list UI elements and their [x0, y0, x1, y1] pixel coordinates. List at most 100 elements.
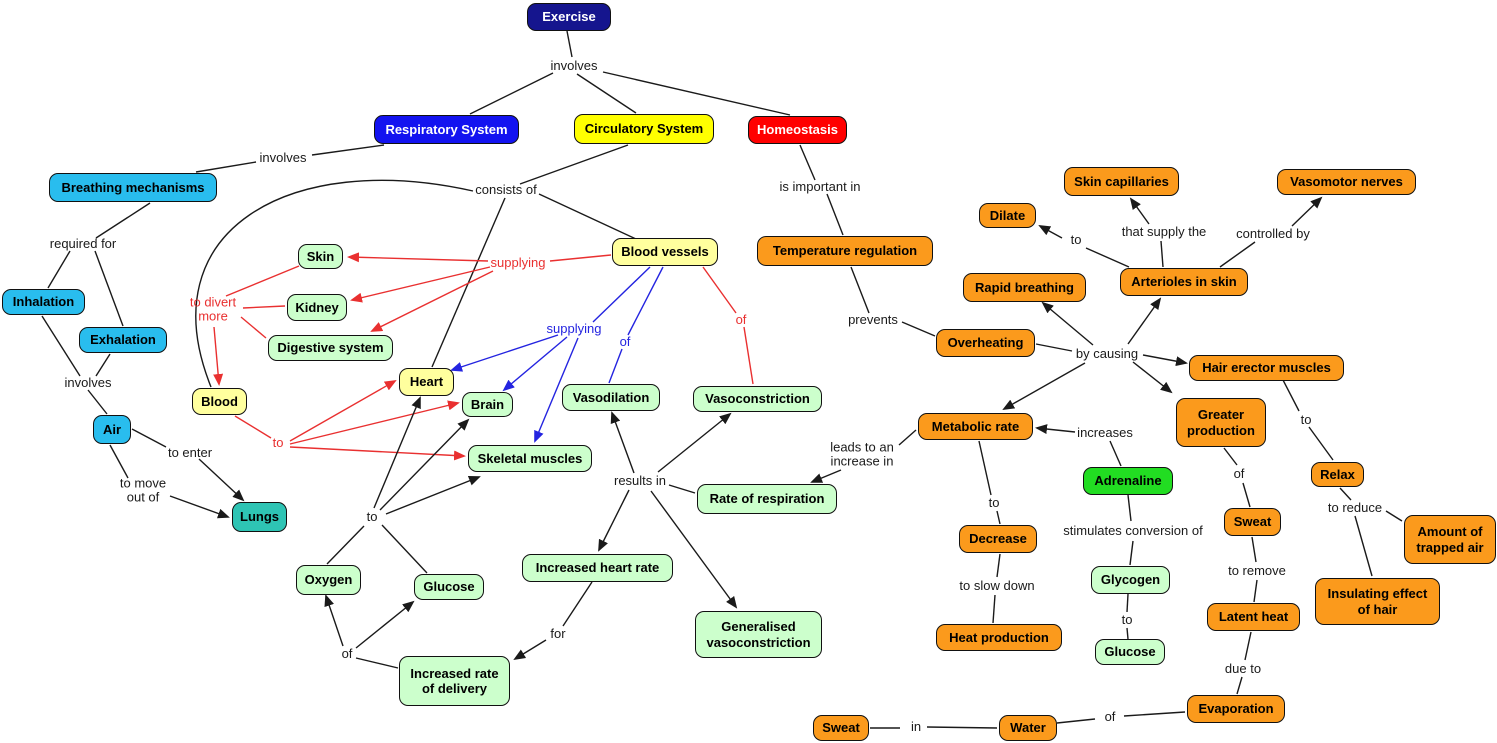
node-heart[interactable]: Heart: [399, 368, 454, 396]
edge: [379, 418, 470, 511]
node-arterioles-in-skin[interactable]: Arterioles in skin: [1120, 268, 1248, 296]
edge: [1109, 440, 1122, 467]
node-greater-production[interactable]: Greater production: [1176, 398, 1266, 447]
node-blood[interactable]: Blood: [192, 388, 247, 415]
link-label-supplying-blue[interactable]: supplying: [546, 320, 602, 336]
node-vasodilation[interactable]: Vasodilation: [562, 384, 660, 411]
edge: [94, 250, 124, 327]
node-vasomotor-nerves[interactable]: Vasomotor nerves: [1277, 169, 1416, 195]
link-label-that-supply-the[interactable]: that supply the: [1121, 223, 1207, 239]
node-circulatory-system[interactable]: Circulatory System: [574, 114, 714, 144]
node-rate-of-respiration[interactable]: Rate of respiration: [697, 484, 837, 514]
link-label-of-water[interactable]: of: [1104, 708, 1116, 724]
node-brain[interactable]: Brain: [462, 392, 513, 417]
edge: [385, 476, 481, 515]
node-sweat[interactable]: Sweat: [813, 715, 869, 741]
node-kidney[interactable]: Kidney: [287, 294, 347, 321]
node-evaporation[interactable]: Evaporation: [1187, 695, 1285, 723]
link-label-for[interactable]: for: [550, 625, 566, 641]
link-label-controlled-by[interactable]: controlled by: [1236, 225, 1310, 241]
link-label-increases[interactable]: increases: [1077, 424, 1133, 440]
node-air[interactable]: Air: [93, 415, 131, 444]
link-label-by-causing[interactable]: by causing: [1075, 345, 1139, 361]
edge: [1385, 510, 1403, 522]
node-rapid-breathing[interactable]: Rapid breathing: [963, 273, 1086, 302]
link-label-to-hub[interactable]: to: [366, 508, 378, 524]
node-glucose-2[interactable]: Glucose: [1095, 639, 1165, 665]
link-label-to-move-out-of[interactable]: to move out of: [119, 475, 167, 505]
link-label-to-divert-more[interactable]: to divert more: [189, 294, 237, 324]
link-label-of-red[interactable]: of: [735, 311, 747, 327]
link-label-of-blue[interactable]: of: [619, 333, 631, 349]
edge: [1244, 631, 1252, 661]
edge: [289, 400, 460, 445]
link-label-to-glucose[interactable]: to: [1121, 611, 1133, 627]
link-label-of-delivery[interactable]: of: [341, 645, 353, 661]
link-label-to-red[interactable]: to: [272, 434, 284, 450]
node-temperature-regulation[interactable]: Temperature regulation: [757, 236, 933, 266]
node-metabolic-rate[interactable]: Metabolic rate: [918, 413, 1033, 440]
node-glycogen[interactable]: Glycogen: [1091, 566, 1170, 594]
node-water[interactable]: Water: [999, 715, 1057, 741]
edge: [450, 334, 559, 372]
link-label-to-remove[interactable]: to remove: [1228, 562, 1286, 578]
link-label-required-for[interactable]: required for: [49, 235, 117, 251]
link-label-stimulates-conversion-of[interactable]: stimulates conversion of: [1063, 522, 1203, 538]
edge: [992, 594, 996, 624]
node-adrenaline[interactable]: Adrenaline: [1083, 467, 1173, 495]
node-oxygen[interactable]: Oxygen: [296, 565, 361, 595]
link-label-due-to[interactable]: due to: [1224, 660, 1262, 676]
edge: [213, 326, 224, 386]
link-label-prevents[interactable]: prevents: [848, 311, 898, 327]
link-label-to-reduce[interactable]: to reduce: [1327, 499, 1383, 515]
node-decrease[interactable]: Decrease: [959, 525, 1037, 553]
node-inhalation[interactable]: Inhalation: [2, 289, 85, 315]
node-increased-rate-of-delivery[interactable]: Increased rate of delivery: [399, 656, 510, 706]
node-blood-vessels[interactable]: Blood vessels: [612, 238, 718, 266]
node-exhalation[interactable]: Exhalation: [79, 327, 167, 353]
link-label-leads-to-an-increase-in[interactable]: leads to an increase in: [830, 439, 894, 469]
link-label-to-dilate[interactable]: to: [1070, 231, 1082, 247]
link-label-consists-of[interactable]: consists of: [475, 181, 537, 197]
link-label-of-sweat[interactable]: of: [1233, 465, 1245, 481]
node-vasoconstriction[interactable]: Vasoconstriction: [693, 386, 822, 412]
link-label-to-slow-down[interactable]: to slow down: [959, 577, 1035, 593]
link-label-involves-1[interactable]: involves: [550, 57, 598, 73]
node-insulating-effect-of-hair[interactable]: Insulating effect of hair: [1315, 578, 1440, 625]
node-sweat-production[interactable]: Sweat: [1224, 508, 1281, 536]
node-exercise[interactable]: Exercise: [527, 3, 611, 31]
node-heat-production[interactable]: Heat production: [936, 624, 1062, 651]
node-generalised-vasoconstriction[interactable]: Generalised vasoconstriction: [695, 611, 822, 658]
edge: [538, 193, 637, 240]
node-hair-erector-muscles[interactable]: Hair erector muscles: [1189, 355, 1344, 381]
edge: [602, 71, 791, 116]
node-overheating[interactable]: Overheating: [936, 329, 1035, 357]
edge: [1126, 593, 1129, 613]
edge: [225, 265, 300, 297]
node-lungs[interactable]: Lungs: [232, 502, 287, 532]
link-label-supplying-red[interactable]: supplying: [490, 254, 546, 270]
link-label-to-decrease[interactable]: to: [988, 494, 1000, 510]
node-skin[interactable]: Skin: [298, 244, 343, 269]
node-amount-of-trapped-air[interactable]: Amount of trapped air: [1404, 515, 1496, 564]
edge: [195, 179, 474, 388]
node-increased-heart-rate[interactable]: Increased heart rate: [522, 554, 673, 582]
node-homeostasis[interactable]: Homeostasis: [748, 116, 847, 144]
link-label-involves-2[interactable]: involves: [259, 149, 307, 165]
link-label-results-in[interactable]: results in: [613, 472, 667, 488]
link-label-to-relax[interactable]: to: [1300, 411, 1312, 427]
link-label-involves-3[interactable]: involves: [64, 374, 112, 390]
node-skeletal-muscles[interactable]: Skeletal muscles: [468, 445, 592, 472]
link-label-in[interactable]: in: [910, 718, 922, 734]
node-skin-capillaries[interactable]: Skin capillaries: [1064, 167, 1179, 196]
node-relax[interactable]: Relax: [1311, 462, 1364, 487]
link-label-is-important-in[interactable]: is important in: [779, 178, 861, 194]
link-label-to-enter[interactable]: to enter: [167, 444, 213, 460]
node-latent-heat[interactable]: Latent heat: [1207, 603, 1300, 631]
node-digestive-system[interactable]: Digestive system: [268, 335, 393, 361]
node-glucose[interactable]: Glucose: [414, 574, 484, 600]
edge: [1242, 482, 1251, 508]
node-respiratory-system[interactable]: Respiratory System: [374, 115, 519, 144]
node-dilate[interactable]: Dilate: [979, 203, 1036, 228]
node-breathing-mechanisms[interactable]: Breathing mechanisms: [49, 173, 217, 202]
